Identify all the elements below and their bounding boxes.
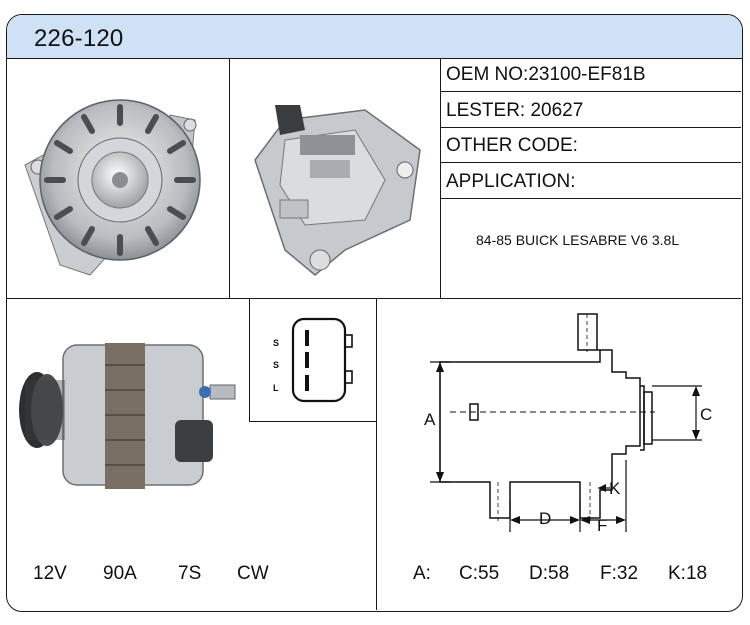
dim-label-k: K [609, 479, 621, 498]
divider-info-row2 [440, 127, 741, 129]
dim-value-c: C:55 [459, 563, 500, 584]
pulley-spec: 7S [178, 563, 202, 584]
connector-pin-label-2: S [273, 360, 280, 370]
application-value: 84-85 BUICK LESABRE V6 3.8L [476, 232, 680, 248]
alternator-front-photo [24, 99, 201, 276]
connector-pin-3 [305, 375, 309, 391]
connector-latch-top [344, 334, 353, 348]
amperage-spec: 90A [103, 563, 137, 584]
lester-value: 20627 [530, 100, 584, 121]
connector-latch-bottom [344, 370, 353, 384]
dim-value-d: D:58 [529, 563, 570, 584]
divider-info-row1 [440, 91, 741, 93]
connector-housing [291, 317, 347, 403]
dim-value-f: F:32 [600, 563, 639, 584]
connector-pin-label-1: S [273, 338, 280, 348]
other-code-row: OTHER CODE: [446, 135, 578, 157]
divider-info-row4 [440, 198, 741, 200]
oem-value: 23100-EF81B [528, 64, 646, 85]
oem-label: OEM NO: [446, 64, 529, 85]
lester-row: LESTER: 20627 [446, 100, 583, 122]
divider-vertical-photos [229, 58, 231, 298]
header-bar: 226-120 [7, 15, 742, 59]
application-label: APPLICATION: [446, 171, 576, 192]
connector-diagram [291, 317, 353, 403]
connector-pin-1 [305, 330, 309, 346]
rotation-spec: CW [237, 563, 269, 584]
lester-label: LESTER: [446, 100, 526, 121]
connector-pin-label-3: L [273, 383, 279, 393]
alternator-rear-photo [254, 105, 421, 276]
dim-value-a: A: [413, 563, 431, 584]
divider-horizontal-middle [7, 298, 741, 300]
divider-vertical-info [440, 58, 442, 298]
voltage-spec: 12V [33, 563, 67, 584]
oem-row: OEM NO:23100-EF81B [446, 64, 646, 86]
dim-value-k: K:18 [668, 563, 708, 584]
dim-label-d: D [539, 509, 552, 528]
connector-box-left [249, 298, 251, 422]
part-number-title: 226-120 [34, 25, 124, 52]
dim-label-c: C [700, 405, 713, 424]
divider-vertical-bottom [376, 298, 378, 610]
application-row: APPLICATION: [446, 171, 576, 193]
dimension-drawing [430, 313, 702, 532]
other-code-label: OTHER CODE: [446, 135, 578, 156]
connector-pin-2 [305, 352, 309, 368]
dim-label-a: A [424, 410, 436, 429]
dim-label-f: F [597, 516, 608, 535]
connector-box-bottom [249, 421, 377, 423]
alternator-side-photo [19, 343, 236, 489]
divider-info-row3 [440, 162, 741, 164]
